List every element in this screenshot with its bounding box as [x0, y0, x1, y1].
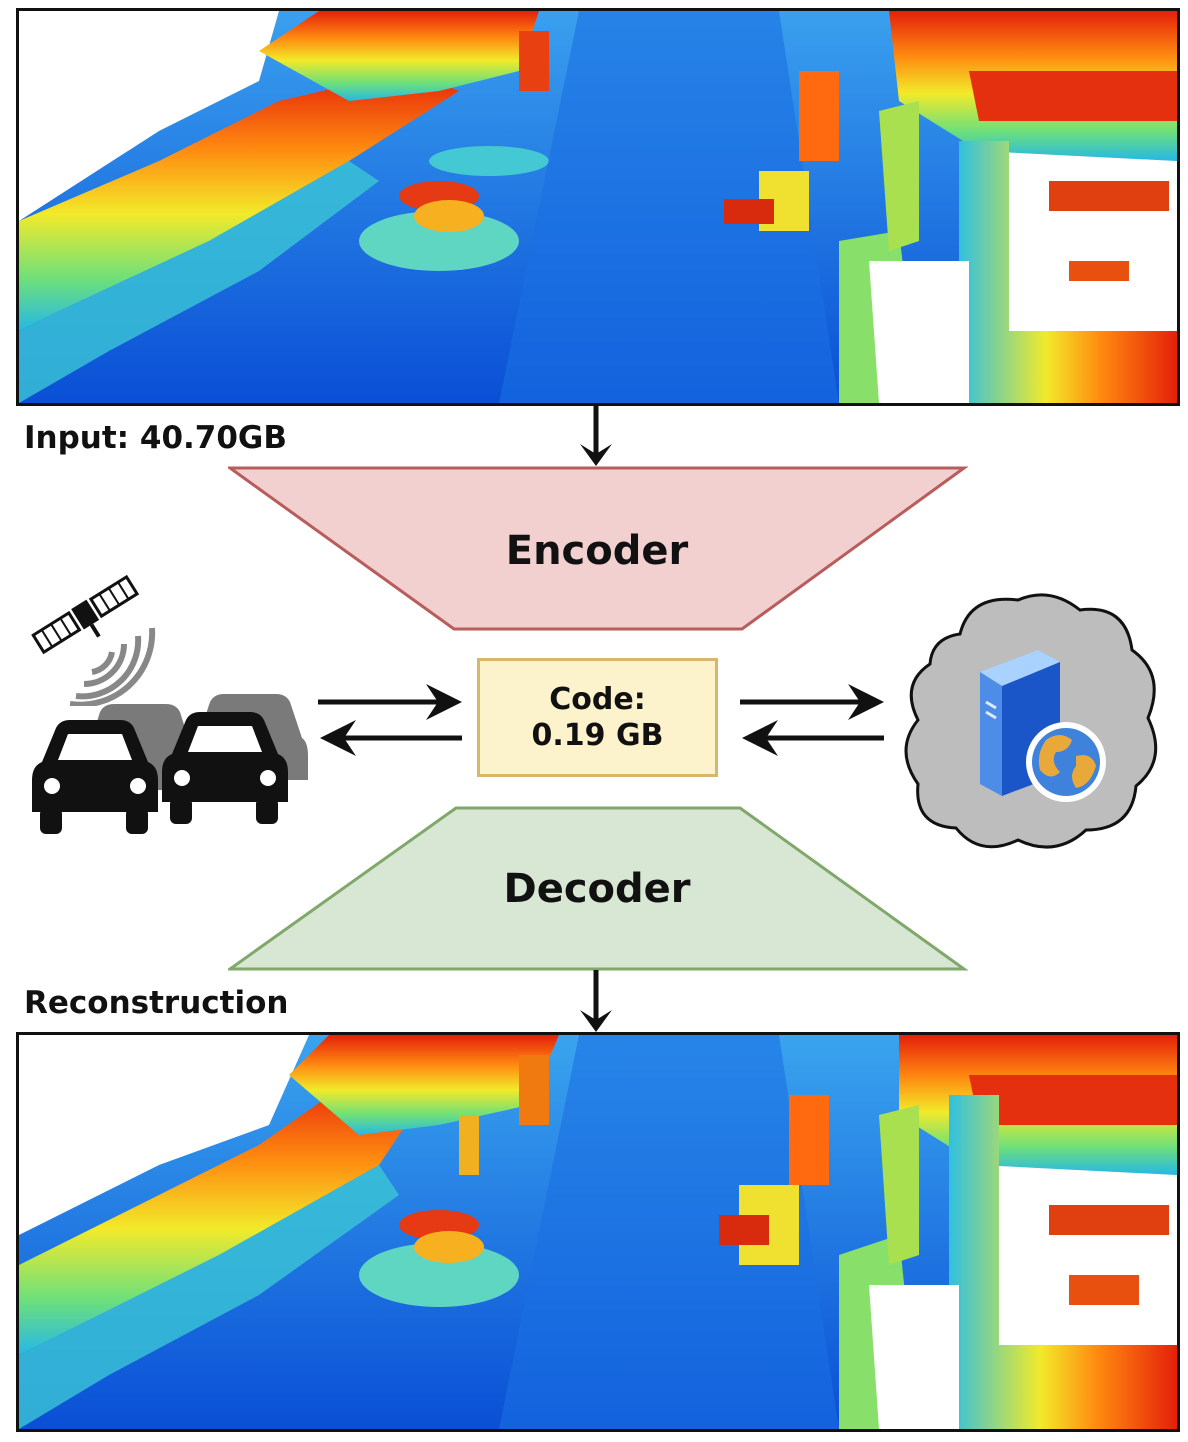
reconstruction-pointcloud-image: [16, 1032, 1180, 1432]
decoder-label: Decoder: [503, 866, 691, 912]
cloud-server-icon: [904, 593, 1158, 849]
code-size-label: 0.19 GB: [531, 717, 664, 753]
encoder-label: Encoder: [505, 528, 689, 574]
latent-code-box: Code: 0.19 GB: [477, 658, 718, 777]
reconstruction-label: Reconstruction: [24, 985, 289, 1021]
right-bidirectional-arrows: [740, 684, 884, 756]
arrow-down-icon: [580, 970, 612, 1032]
encoder-block: [228, 466, 968, 631]
input-pointcloud-image: [16, 8, 1180, 406]
cars-icon: [32, 694, 308, 834]
left-bidirectional-arrows: [318, 684, 462, 756]
code-label: Code:: [549, 681, 646, 717]
input-size-label: Input: 40.70GB: [24, 420, 288, 456]
arrow-down-icon: [580, 404, 612, 466]
satellite-icon: [31, 574, 156, 706]
decoder-block: [228, 806, 968, 971]
